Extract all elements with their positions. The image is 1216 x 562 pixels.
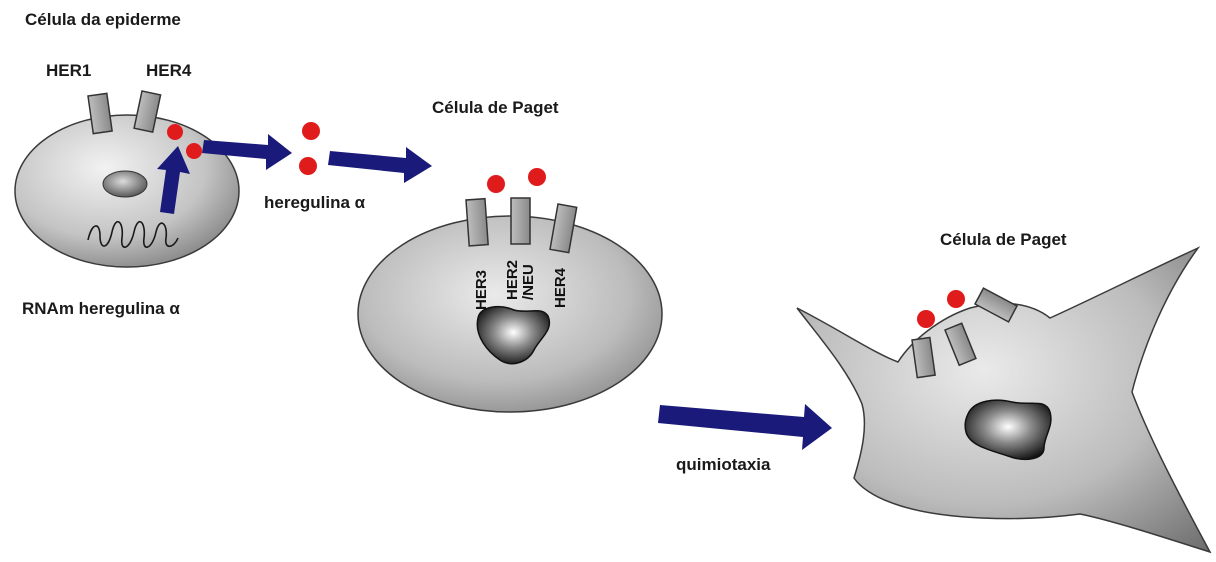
epidermis-cell-title: Célula da epiderme	[25, 10, 181, 29]
chemotaxis-label: quimiotaxia	[676, 455, 771, 474]
diffusion-arrow-icon	[328, 147, 432, 183]
ligand-icon	[528, 168, 546, 186]
paget-cell-1-title: Célula de Paget	[432, 98, 559, 117]
neu-label: /NEU	[520, 264, 537, 300]
ligand-icon	[487, 175, 505, 193]
ligand-icon	[302, 122, 320, 140]
her2-label: HER2	[504, 260, 521, 300]
ligand-icon	[186, 143, 202, 159]
paget-cell-2-title: Célula de Paget	[940, 230, 1067, 249]
her4-label: HER4	[146, 61, 192, 80]
her1-label: HER1	[46, 61, 91, 80]
her3-label: HER3	[473, 270, 490, 310]
ligand-icon	[167, 124, 183, 140]
ligand-icon	[917, 310, 935, 328]
ligand-icon	[299, 157, 317, 175]
mrna-label: RNAm heregulina α	[22, 299, 180, 318]
ligand-icon	[947, 290, 965, 308]
chemotaxis-arrow-icon	[658, 404, 832, 450]
heregulin-label: heregulina α	[264, 193, 366, 212]
epidermis-nucleus	[103, 171, 147, 197]
her4-paget-label: HER4	[552, 267, 569, 308]
her2-neu-receptor	[511, 198, 530, 244]
her3-receptor	[466, 199, 488, 246]
